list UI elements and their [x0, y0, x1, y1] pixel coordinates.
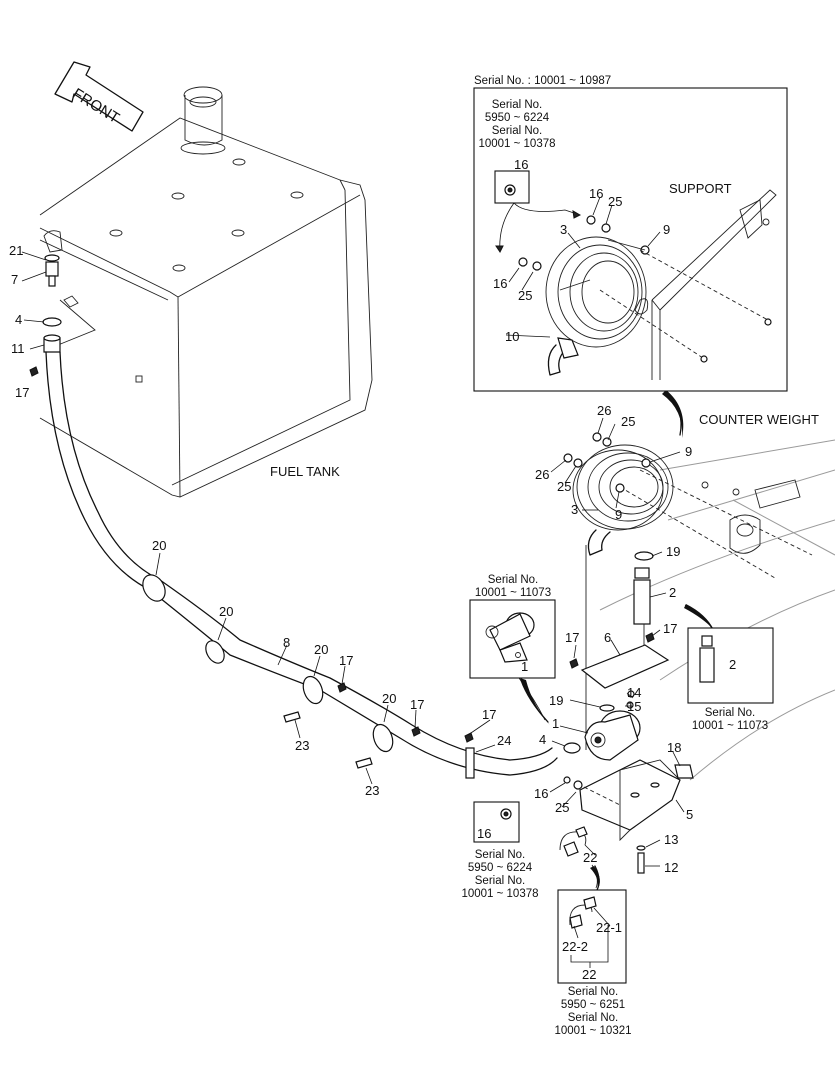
- callout-26: 26: [597, 403, 612, 418]
- callout-19: 19: [549, 693, 564, 708]
- serial-line: 10001 ~ 10378: [478, 138, 556, 150]
- pump-inset: [469, 599, 556, 679]
- serial-line: Serial No.: [487, 574, 539, 586]
- callout-1: 1: [552, 716, 560, 731]
- callout-16: 16: [477, 826, 492, 841]
- callout-16: 16: [534, 786, 549, 801]
- fuel-hose: [45, 351, 558, 779]
- callout-26: 26: [535, 467, 550, 482]
- part2-inset-serial: Serial No. 10001 ~ 11073: [675, 707, 785, 733]
- support-detail-box: [473, 87, 788, 392]
- callout-8: 8: [283, 635, 291, 650]
- serial-line: Serial No.: [491, 125, 543, 137]
- front-arrow: [54, 61, 144, 132]
- support-label: SUPPORT: [669, 181, 732, 196]
- callout-20: 20: [219, 604, 234, 619]
- tank-fittings: [42, 230, 63, 353]
- part22-inset-serial: Serial No. 5950 ~ 6251 Serial No. 10001 …: [546, 986, 640, 1038]
- callout-17: 17: [15, 385, 30, 400]
- callout-17: 17: [339, 653, 354, 668]
- part2-inset: [687, 627, 774, 704]
- serial-line: 10001 ~ 11073: [474, 587, 552, 599]
- callout-25: 25: [555, 800, 570, 815]
- callout-25: 25: [621, 414, 636, 429]
- callout-7: 7: [11, 272, 19, 287]
- serial-line: Serial No.: [567, 1012, 619, 1024]
- fuel-tank-label: FUEL TANK: [270, 464, 340, 479]
- coil-main: [563, 432, 674, 750]
- pump-inset-serial: Serial No. 10001 ~ 11073: [466, 574, 560, 600]
- serial-line: 5950 ~ 6224: [484, 112, 550, 124]
- callout-4: 4: [539, 732, 547, 747]
- callout-20: 20: [314, 642, 329, 657]
- part16-inset-serial: Serial No. 5950 ~ 6224 Serial No. 10001 …: [452, 849, 548, 901]
- callout-9: 9: [685, 444, 693, 459]
- serial-line: 10001 ~ 10378: [461, 888, 539, 900]
- detail-serial-top: Serial No. : 10001 ~ 10987: [474, 75, 612, 87]
- callout-9: 9: [663, 222, 671, 237]
- callout-17: 17: [410, 697, 425, 712]
- callout-22: 22: [582, 967, 597, 982]
- callout-2: 2: [729, 657, 737, 672]
- detail-inset-serial: Serial No. 5950 ~ 6224 Serial No. 10001 …: [477, 99, 557, 151]
- callout-15: 15: [627, 699, 642, 714]
- callout-4: 4: [15, 312, 23, 327]
- callout-3: 3: [560, 222, 568, 237]
- callout-9: 9: [615, 507, 623, 522]
- callout-16: 16: [589, 186, 604, 201]
- callout-12: 12: [664, 860, 679, 875]
- callout-22-2: 22-2: [562, 939, 589, 954]
- callout-23: 23: [295, 738, 310, 753]
- callout-3: 3: [571, 502, 579, 517]
- serial-line: Serial No.: [567, 986, 619, 998]
- callout-17: 17: [565, 630, 580, 645]
- serial-line: 10001 ~ 11073: [691, 720, 769, 732]
- serial-line: Serial No.: [704, 707, 756, 719]
- serial-line: 5950 ~ 6251: [560, 999, 626, 1011]
- callout-22-1: 22-1: [596, 920, 623, 935]
- callout-17: 17: [482, 707, 497, 722]
- callout-18: 18: [667, 740, 682, 755]
- serial-line: 10001 ~ 10321: [554, 1025, 632, 1037]
- callout-17: 17: [663, 621, 678, 636]
- callout-2: 2: [669, 585, 677, 600]
- fuel-pump: [563, 690, 641, 761]
- callout-11: 11: [11, 341, 25, 356]
- bolts-17: [29, 366, 655, 743]
- fuel-tank: [39, 86, 373, 498]
- callout-1: 1: [521, 659, 529, 674]
- callout-20: 20: [382, 691, 397, 706]
- part16-inset: [473, 801, 520, 843]
- callout-19: 19: [666, 544, 681, 559]
- callout-25: 25: [557, 479, 572, 494]
- serial-line: Serial No.: [474, 875, 526, 887]
- callout-22: 22: [583, 850, 598, 865]
- callout-14: 14: [627, 685, 642, 700]
- callout-16: 16: [493, 276, 508, 291]
- callout-6: 6: [604, 630, 612, 645]
- callout-16: 16: [514, 157, 529, 172]
- filter-2: [633, 551, 654, 660]
- pointer-arcs: [520, 390, 714, 890]
- callout-20: 20: [152, 538, 167, 553]
- callout-23: 23: [365, 783, 380, 798]
- callout-10: 10: [505, 329, 520, 344]
- harness-22: [559, 826, 588, 857]
- callout-13: 13: [664, 832, 679, 847]
- part22-inset: [557, 889, 627, 984]
- serial-line: 5950 ~ 6224: [467, 862, 533, 874]
- counter-weight-label: COUNTER WEIGHT: [699, 412, 819, 427]
- callout-24: 24: [497, 733, 512, 748]
- callout-21: 21: [9, 243, 24, 258]
- serial-line: Serial No.: [491, 99, 543, 111]
- pins-23: [283, 711, 373, 769]
- plate-6: [580, 644, 670, 689]
- callout-25: 25: [518, 288, 533, 303]
- callout-5: 5: [686, 807, 694, 822]
- serial-line: Serial No.: [474, 849, 526, 861]
- bracket-5: [563, 759, 694, 874]
- callout-25: 25: [608, 194, 623, 209]
